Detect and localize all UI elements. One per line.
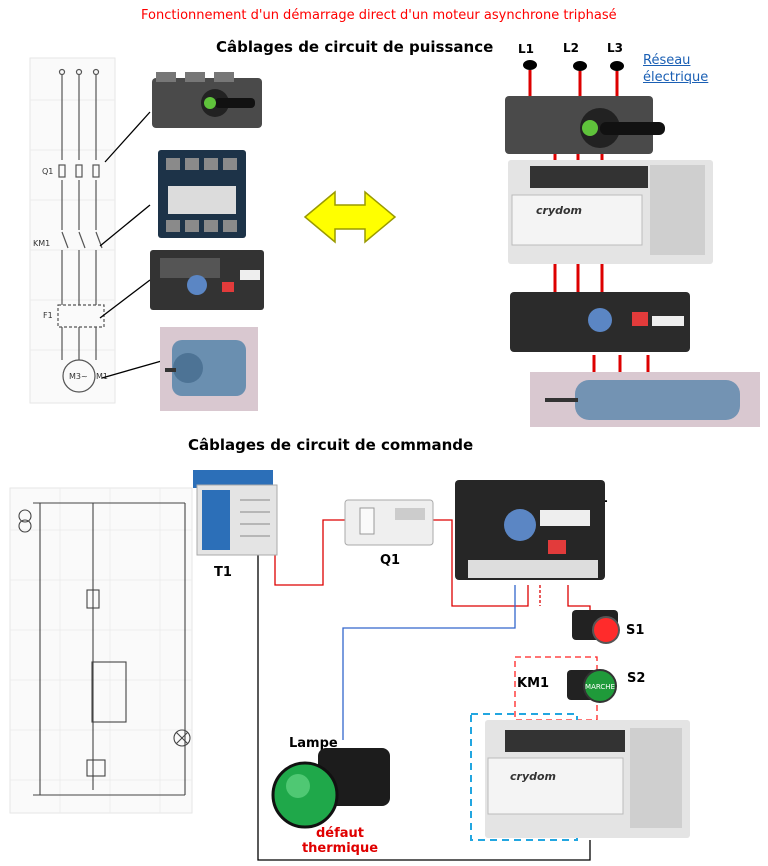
command-section-title: Câblages de circuit de commande xyxy=(188,436,474,454)
phase-l2-label: L2 xyxy=(563,41,579,55)
contactor-image xyxy=(158,150,246,238)
pointer-lines xyxy=(99,111,166,379)
phase-l1-label: L1 xyxy=(518,42,534,56)
contactor-command-image: crydom xyxy=(485,720,690,838)
stop-button-label: S1 xyxy=(626,623,645,638)
power-section-title: Câblages de circuit de puissance xyxy=(216,38,494,56)
phase-terminals xyxy=(523,60,624,71)
power-schematic: Q1 KM1 F1 M3~ M1 xyxy=(29,57,116,404)
command-schematic xyxy=(9,487,193,814)
phase-l3-label: L3 xyxy=(607,41,623,55)
transformer-image xyxy=(193,470,278,556)
switch-disconnector-image xyxy=(152,72,262,128)
big-switch-image xyxy=(505,96,665,154)
schematic-m1: M1 xyxy=(96,372,108,381)
stop-button-image xyxy=(572,610,620,644)
thermal-relay-image xyxy=(150,250,264,310)
motor-image xyxy=(160,327,258,411)
relay-image xyxy=(455,480,605,580)
schematic-q1: Q1 xyxy=(42,167,53,176)
lamp-label: Lampe xyxy=(289,736,338,751)
start-button-label: S2 xyxy=(627,671,646,686)
start-button-image: MARCHE xyxy=(567,669,617,703)
lamp-image xyxy=(271,748,390,829)
schematic-motor: M3~ xyxy=(69,372,88,381)
big-contactor-image: crydom xyxy=(508,160,713,264)
schematic-km1: KM1 xyxy=(33,239,50,248)
brand-text-bottom: crydom xyxy=(510,770,556,783)
transformer-label: T1 xyxy=(214,565,232,580)
breaker-image xyxy=(344,499,434,546)
schematic-f1: F1 xyxy=(43,311,53,320)
brand-text-top: crydom xyxy=(536,204,582,217)
big-motor-image xyxy=(530,372,760,427)
contactor-label: KM1 xyxy=(517,676,550,691)
network-link[interactable]: Réseau électrique xyxy=(643,53,709,85)
big-relay-image xyxy=(510,292,690,352)
breaker-label: Q1 xyxy=(380,553,401,568)
fault-label: défaut thermique xyxy=(301,826,379,856)
intro-text: Fonctionnement d'un démarrage direct d'u… xyxy=(141,8,617,23)
double-arrow xyxy=(303,190,397,244)
start-button-text: MARCHE xyxy=(585,683,615,691)
